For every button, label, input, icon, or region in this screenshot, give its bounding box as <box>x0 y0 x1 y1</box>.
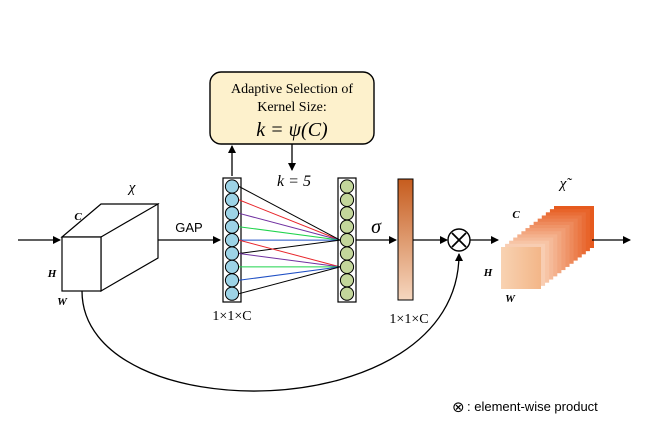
multiply-icon <box>447 228 471 252</box>
output-tensor-w-label: W <box>505 293 516 305</box>
gap-label: GAP <box>175 220 202 235</box>
gap-node <box>224 206 240 221</box>
legend: ⊗ : element-wise product <box>452 399 598 416</box>
k-value-label: k = 5 <box>277 173 311 190</box>
conv-node <box>339 192 355 207</box>
output-tensor-front <box>501 247 541 289</box>
sigma-label: σ <box>371 216 382 238</box>
conv-node <box>339 179 355 194</box>
gap-node <box>224 246 240 261</box>
connection-line <box>238 186 341 241</box>
conv-node <box>339 286 355 301</box>
output-tensor <box>501 206 594 289</box>
kernel-size-formula: k = ψ(C) <box>256 119 328 141</box>
legend-symbol: ⊗ <box>452 399 465 416</box>
conv-node-column <box>337 177 357 303</box>
conv-node <box>339 233 355 248</box>
gap-node <box>224 192 240 207</box>
gap-node-column <box>222 177 242 303</box>
legend-text: : element-wise product <box>467 399 598 414</box>
input-tensor-name: χ <box>127 180 136 196</box>
conv-node <box>339 259 355 274</box>
connection-line <box>238 226 341 241</box>
conv-node <box>339 219 355 234</box>
input-tensor-front <box>61 236 102 292</box>
gap-node <box>224 219 240 234</box>
input-tensor-h-label: H <box>47 268 57 280</box>
output-tensor-c-label: C <box>512 209 520 221</box>
output-tensor-name: χ̃ <box>558 176 573 192</box>
connection-line <box>238 239 341 254</box>
conv1d-connections <box>238 186 341 295</box>
connection-line <box>238 199 341 241</box>
input-tensor-w-label: W <box>57 296 68 308</box>
attention-weight-bar <box>397 178 414 301</box>
gap-node <box>224 179 240 194</box>
output-tensor-h-label: H <box>483 267 493 279</box>
connection-line <box>238 253 341 268</box>
kernel-selection-line1: Adaptive Selection of <box>231 82 353 97</box>
input-tensor-c-label: C <box>74 211 82 223</box>
gap-node <box>224 273 240 288</box>
gap-node <box>224 233 240 248</box>
input-tensor: χ C H W <box>47 180 160 308</box>
connection-line <box>238 212 341 241</box>
gap-dimension-label: 1×1×C <box>212 309 251 324</box>
kernel-selection-box: Adaptive Selection of Kernel Size: k = ψ… <box>209 71 375 145</box>
gap-node <box>224 259 240 274</box>
kernel-selection-line2: Kernel Size: <box>257 100 327 115</box>
connection-line <box>238 266 341 295</box>
conv-node <box>339 206 355 221</box>
connection-line <box>238 266 341 281</box>
attention-dimension-label: 1×1×C <box>389 312 428 327</box>
conv-node <box>339 246 355 261</box>
gap-node <box>224 286 240 301</box>
connection-line <box>238 239 341 268</box>
skip-connection <box>81 253 463 392</box>
conv-node <box>339 273 355 288</box>
